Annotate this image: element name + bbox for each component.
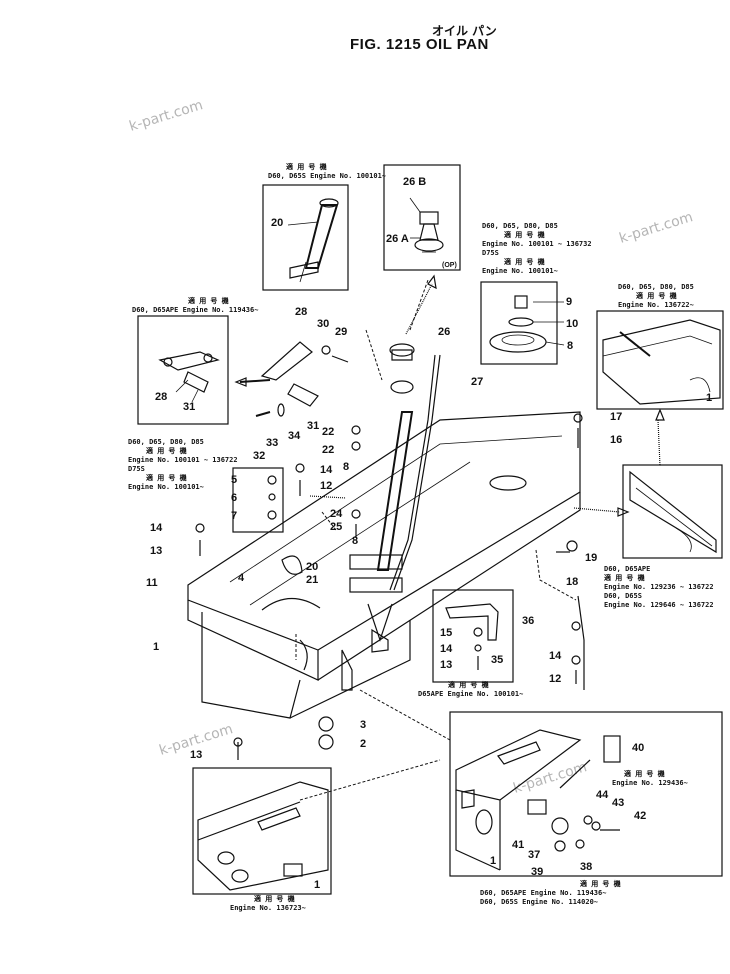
callout-label: 16 (610, 434, 623, 446)
applicability-note: D60, D65, D80, D85 適 用 号 機 Engine No. 13… (618, 283, 694, 309)
callout-label: 26 B (403, 176, 427, 188)
callout-label: 8 (352, 535, 359, 547)
callout-label: 13 (150, 545, 163, 557)
callout-label: 35 (491, 654, 504, 666)
callout-label: 18 (566, 576, 579, 588)
callout-label: 13 (440, 659, 453, 671)
callout-label: 9 (566, 296, 573, 308)
callout-label: 27 (471, 376, 484, 388)
callout-label: 14 (440, 643, 453, 655)
inset-dipstick-box (262, 184, 349, 291)
callout-label: 13 (190, 749, 203, 761)
sensor-drawing (409, 197, 444, 253)
callout-label: 31 (307, 420, 320, 432)
title-japanese: オイル パン (432, 24, 497, 38)
inset-bottom-right-box (449, 711, 723, 877)
callout-label: 4 (238, 572, 245, 584)
applicability-note: D60, D65APE 適 用 号 機 Engine No. 129236 ~ … (604, 565, 714, 609)
rail-flange-drawing (629, 470, 717, 554)
inset-bolts-box (232, 467, 284, 533)
callout-label: 28 (155, 391, 168, 403)
callout-label: 34 (288, 430, 301, 442)
callout-label: 21 (306, 574, 319, 586)
callout-label: 6 (231, 492, 238, 504)
callout-label: 31 (183, 401, 196, 413)
callout-label: 15 (440, 627, 453, 639)
callout-label: 8 (343, 461, 350, 473)
applicability-note: D60, D65, D80, D85 適 用 号 機 Engine No. 10… (128, 438, 238, 491)
callout-label: 43 (612, 797, 625, 809)
oil-pan-body (187, 411, 581, 719)
callout-label: 41 (512, 839, 525, 851)
inset-bracket-box (137, 315, 229, 425)
callout-label: 3 (360, 719, 367, 731)
page-title: FIG. 1215 OIL PAN (350, 36, 489, 53)
bracket-26-drawing (260, 341, 313, 381)
inset-bracket2-box (432, 589, 514, 683)
callout-label: (OP) (442, 262, 457, 269)
callout-label: 44 (596, 789, 609, 801)
dipstick-guide-drawing (287, 198, 339, 283)
bottom-right-detail-drawing (455, 729, 621, 871)
callout-label: 17 (610, 411, 623, 423)
callout-label: 10 (566, 318, 579, 330)
callout-label: 22 (322, 444, 335, 456)
callout-label: 20 (306, 561, 319, 573)
callout-label: 29 (335, 326, 348, 338)
corner-pan-drawing (602, 319, 721, 405)
applicability-note: D60, D65, D80, D85 適 用 号 機 Engine No. 10… (482, 222, 592, 275)
callout-label: 40 (632, 742, 645, 754)
callout-label: 39 (531, 866, 544, 878)
callout-label: 1 (314, 879, 321, 891)
callout-label: 33 (266, 437, 279, 449)
callout-label: 26 A (386, 233, 409, 245)
callout-label: 20 (271, 217, 284, 229)
callout-label: 37 (528, 849, 541, 861)
inset-bottom-left-box (192, 767, 332, 895)
callout-label: 30 (317, 318, 330, 330)
inset-rail-box (622, 464, 723, 559)
cover-plate-drawing (489, 295, 565, 353)
callout-label: 38 (580, 861, 593, 873)
callout-label: 7 (231, 510, 238, 522)
pan-fasteners (195, 413, 585, 760)
callout-label: 12 (320, 480, 333, 492)
callout-label: 19 (585, 552, 598, 564)
callout-label: 24 (330, 508, 343, 520)
callout-label: 1 (490, 855, 497, 867)
callout-label: 22 (322, 426, 335, 438)
bracket-31-drawing (287, 383, 319, 407)
callout-label: 14 (320, 464, 333, 476)
callout-label: 1 (706, 392, 713, 404)
bracket-drawing (158, 351, 220, 403)
callout-label: 28 (295, 306, 308, 318)
callout-label: 36 (522, 615, 535, 627)
callout-label: 11 (146, 577, 158, 589)
callout-label: 26 (438, 326, 451, 338)
inset-corner-box (596, 310, 724, 410)
callout-label: 12 (549, 673, 562, 685)
callout-label: 1 (153, 641, 160, 653)
callout-label: 5 (231, 474, 238, 486)
bracket-35-drawing (445, 603, 499, 641)
bottom-left-detail-drawing (197, 781, 329, 891)
hatched-arrows (309, 274, 665, 517)
callout-label: 42 (634, 810, 647, 822)
callout-label: 32 (253, 450, 266, 462)
callout-label: 14 (150, 522, 163, 534)
applicability-note: 適 用 号 機 D60, D65APE Engine No. 119436~ D… (480, 880, 621, 906)
callout-label: 25 (330, 521, 343, 533)
inset-plate-box (480, 281, 558, 365)
dipstick-tube (349, 343, 441, 642)
callout-label: 2 (360, 738, 367, 750)
callout-label: 14 (549, 650, 562, 662)
inset-sensor-box (383, 164, 461, 271)
callout-label: 8 (567, 340, 574, 352)
